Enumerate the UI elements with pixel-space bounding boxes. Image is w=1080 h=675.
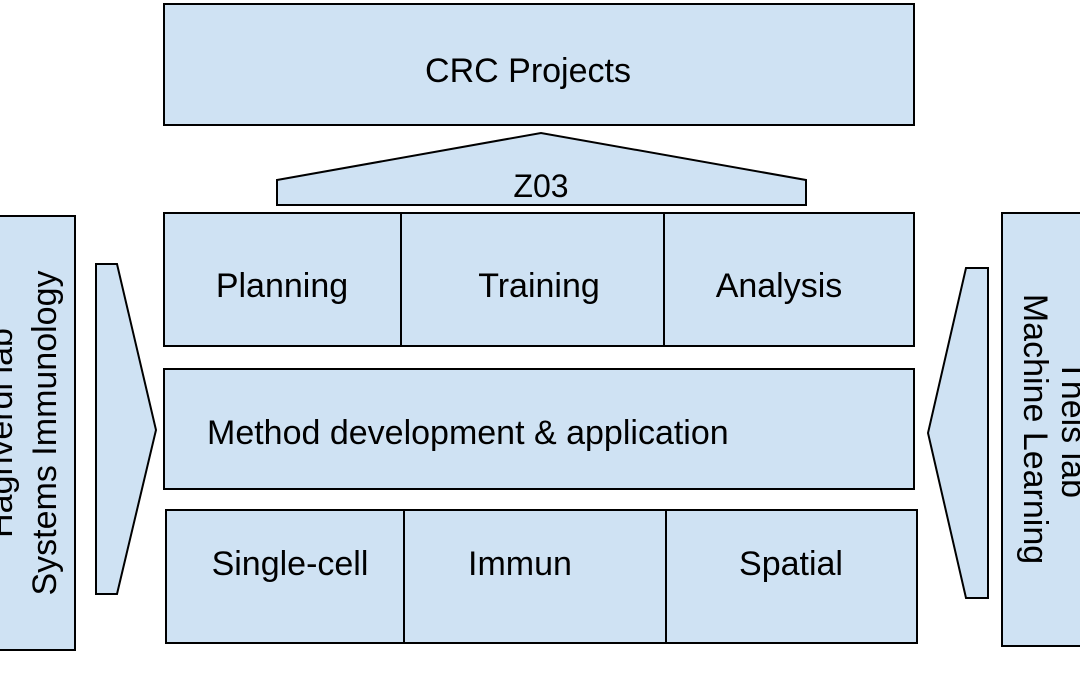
right-lab-line2: Machine Learning [1016,294,1054,564]
left-lab-line1: Haghverdi lab [0,328,20,538]
left-arrow [95,263,158,595]
spatial-label: Spatial [739,545,843,583]
left-lab-box: Haghverdi lab Systems Immunology [0,215,76,651]
single-cell-label: Single-cell [212,545,369,583]
planning-box [163,212,402,347]
crc-projects-box: CRC Projects [163,3,915,126]
right-lab-box: Theis lab Machine Learning [1001,212,1080,647]
analysis-box [663,212,915,347]
training-box [400,212,665,347]
training-label: Training [478,267,600,305]
spatial-box [665,509,918,644]
planning-label: Planning [216,267,348,305]
crc-projects-label: CRC Projects [425,52,631,90]
analysis-label: Analysis [716,267,843,305]
method-box: Method development & application [163,368,915,490]
technologies-row: Single-cell Immun Spatial [165,509,918,644]
method-label: Method development & application [207,414,729,452]
left-lab-line2: Systems Immunology [26,271,64,596]
immun-box [403,509,667,644]
right-lab-line1: Theis lab [1054,360,1080,498]
z03-box: Z03 [276,131,807,206]
single-cell-box [165,509,405,644]
right-arrow [926,267,989,599]
z03-label: Z03 [513,168,568,204]
immun-label: Immun [468,545,572,583]
services-row: Planning Training Analysis [163,212,915,347]
